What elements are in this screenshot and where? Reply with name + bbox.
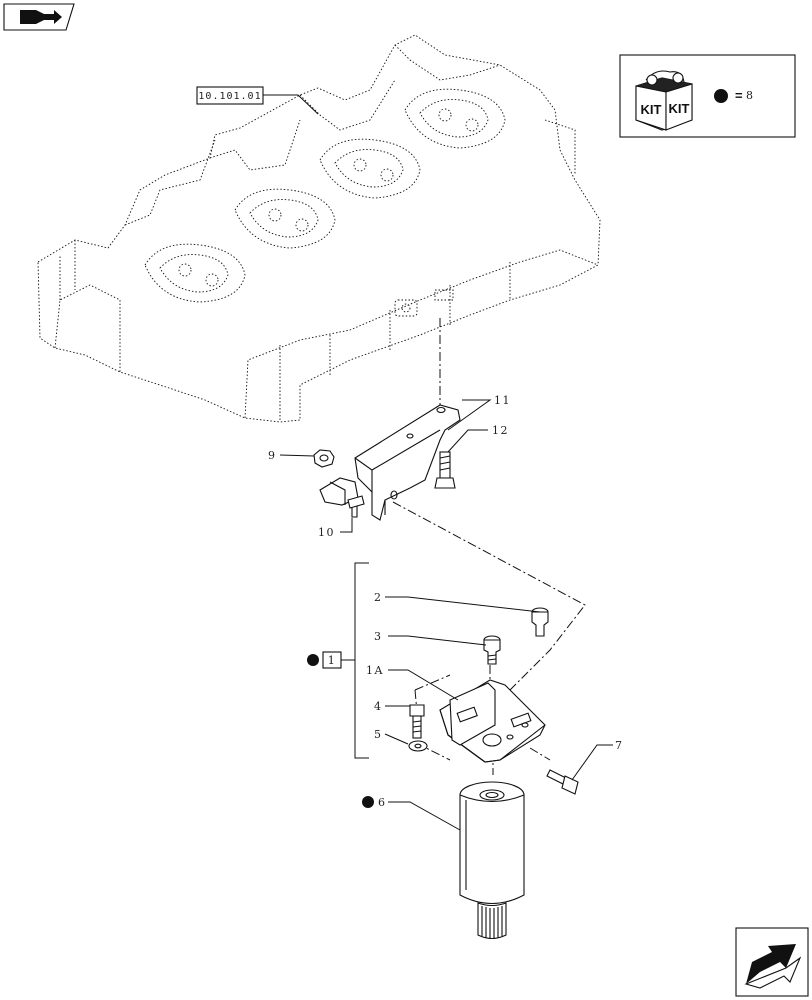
callout-10: 10 — [318, 526, 335, 539]
kit-legend-equals: = — [735, 88, 743, 103]
book-arrow-icon[interactable] — [3, 3, 75, 31]
kit-bullet-icon — [307, 654, 319, 666]
callout-2: 2 — [374, 591, 383, 604]
kit-box-icon: KIT KIT — [635, 70, 693, 131]
kit-word-left: KIT — [641, 102, 662, 117]
filter-cartridge-part — [459, 781, 525, 940]
nut-part — [313, 449, 335, 468]
kit-bullet-icon — [362, 796, 374, 808]
group-bracket: 1 — [307, 562, 369, 759]
bolt-part-12 — [434, 451, 456, 489]
bolt-part-7 — [546, 769, 579, 795]
bolt-part-4 — [409, 704, 425, 739]
bracket-part — [319, 404, 461, 521]
callout-12: 12 — [492, 424, 509, 437]
callout-11: 11 — [494, 394, 511, 407]
callout-7: 7 — [615, 739, 624, 752]
kit-legend: KIT KIT = 8 — [619, 54, 796, 138]
connector-part-2 — [531, 607, 549, 637]
washer-part — [408, 740, 428, 752]
callout-3: 3 — [374, 630, 383, 643]
callout-labels: 11 12 9 10 2 3 1A 4 5 7 6 — [268, 394, 624, 809]
kit-bullet-icon — [714, 89, 728, 103]
reference-box-label: 10.101.01 — [198, 91, 261, 102]
leader-lines — [279, 399, 613, 831]
cylinder-head-drawing — [37, 34, 601, 423]
callout-5: 5 — [374, 728, 383, 741]
callout-9: 9 — [268, 449, 277, 462]
callout-1: 1 — [328, 654, 337, 667]
screw-part — [347, 495, 365, 518]
kit-legend-number: 8 — [746, 89, 755, 102]
next-page-arrow-icon[interactable] — [735, 927, 809, 997]
reference-box[interactable]: 10.101.01 — [196, 86, 264, 105]
kit-word-right: KIT — [669, 101, 690, 116]
filter-head-part — [439, 679, 546, 763]
connector-part-3 — [483, 635, 501, 665]
callout-1A: 1A — [366, 664, 384, 677]
callout-6: 6 — [378, 796, 387, 809]
callout-4: 4 — [374, 700, 383, 713]
